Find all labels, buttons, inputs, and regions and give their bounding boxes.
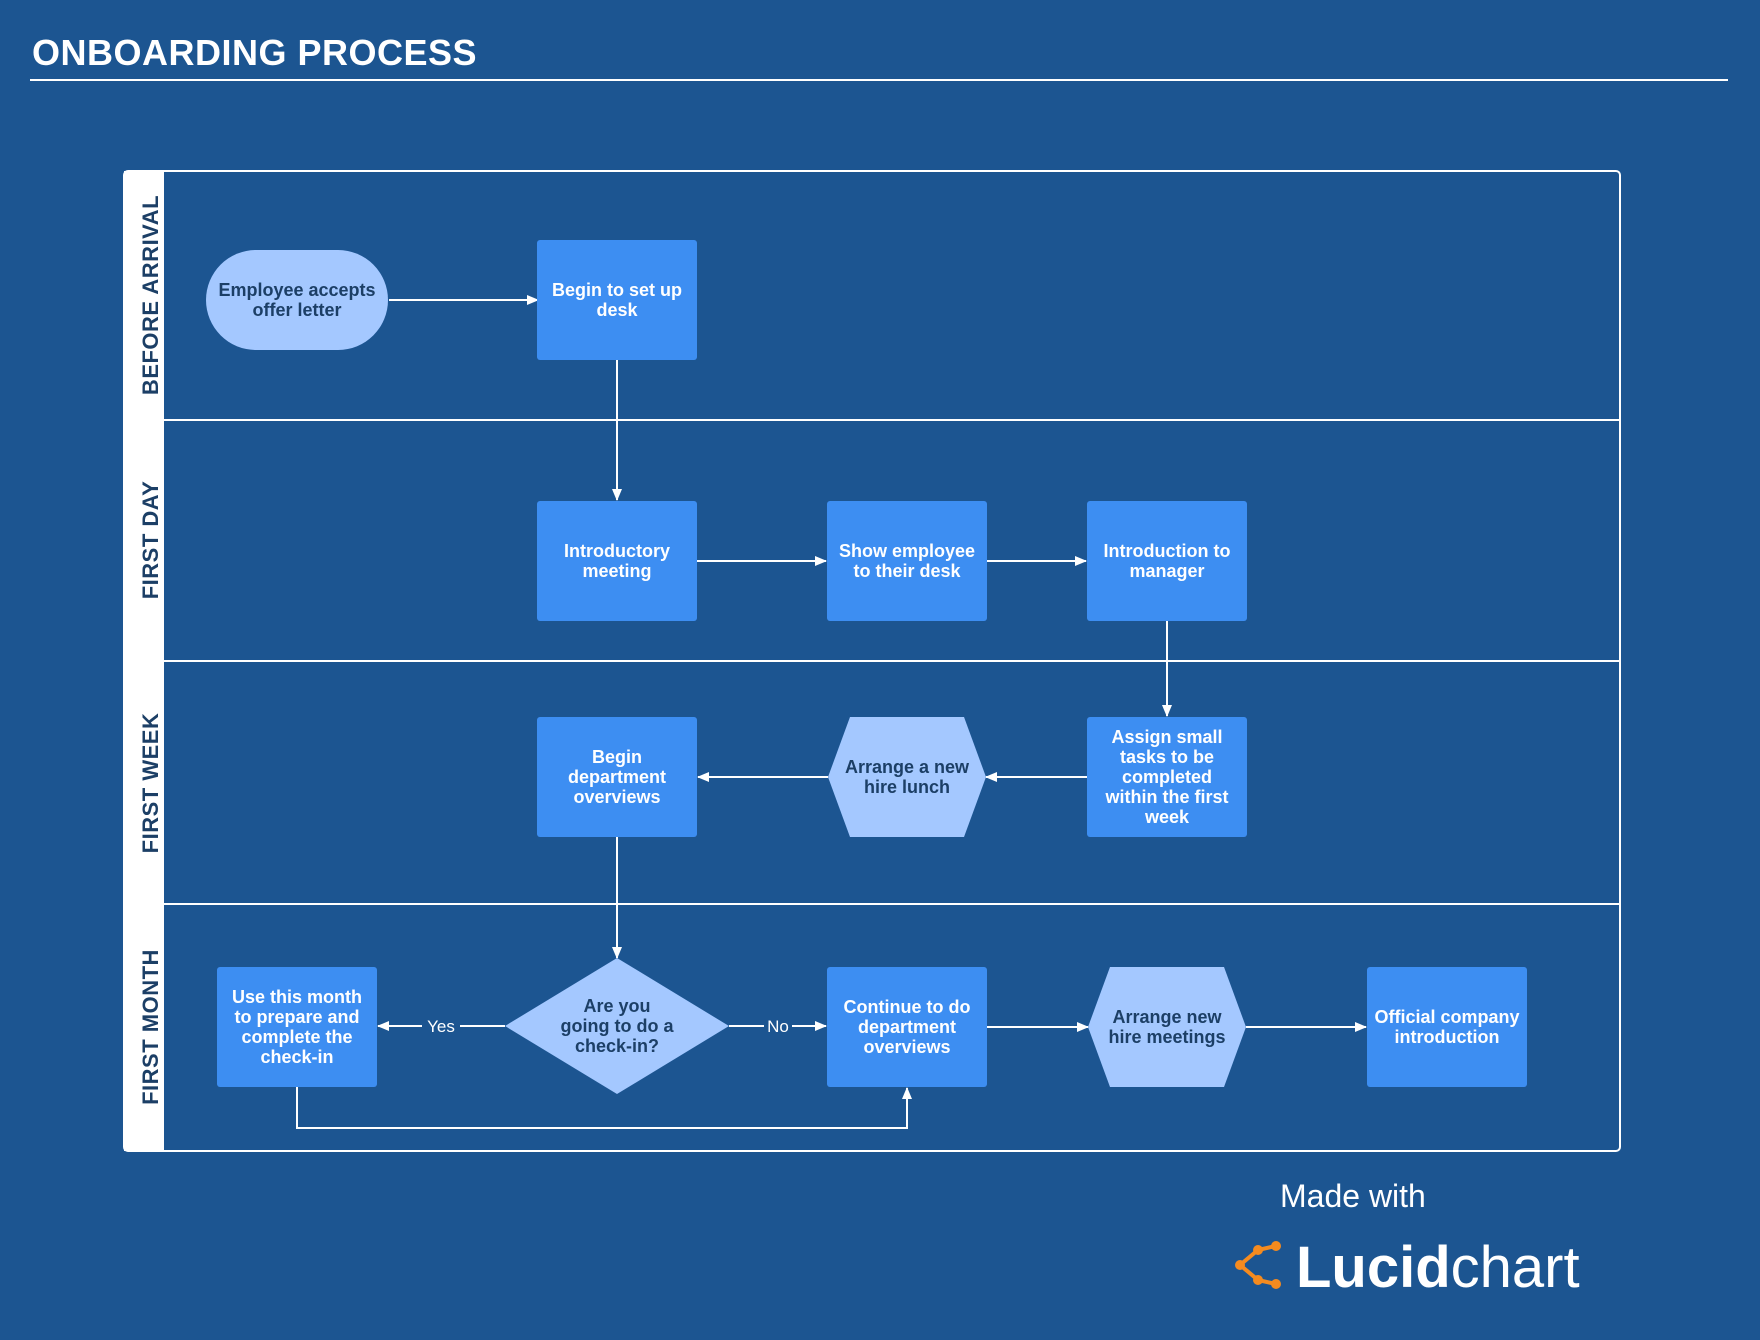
node-accept-shape [206,250,388,350]
node-checkin-label-line: going to do a [561,1016,675,1036]
node-accept-label-line: Employee accepts [218,280,375,300]
node-tasks-shape [1087,717,1247,837]
node-tasks-label-line: tasks to be [1120,747,1214,767]
made-with-text: Made with [1280,1178,1426,1214]
node-continue-label-line: department [858,1017,956,1037]
node-official-shape [1367,967,1527,1087]
node-overviews-label-line: Begin [592,747,642,767]
lane-label-first-day: FIRST DAY [138,481,163,600]
node-prepare-label-line: to prepare and [234,1007,359,1027]
lane-label-before-arrival: BEFORE ARRIVAL [138,195,163,395]
node-desk-label-line: Begin to set up [552,280,682,300]
node-checkin-label-line: Are you [583,996,650,1016]
node-tasks-label-line: week [1144,807,1190,827]
node-desk-shape [537,240,697,360]
lane-header-column [124,171,164,1151]
node-lunch-label-line: Arrange a new [845,757,970,777]
node-checkin-label-line: check-in? [575,1036,659,1056]
node-checkin-shape [505,958,729,1094]
node-meetings-shape [1088,967,1246,1087]
node-official-label-line: Official company [1374,1007,1519,1027]
node-official-label-line: introduction [1395,1027,1500,1047]
node-show-label-line: Show employee [839,541,975,561]
node-tasks-label-line: within the first [1105,787,1229,807]
lucidchart-logo-icon [1235,1241,1281,1289]
node-lunch-shape [828,717,986,837]
lane-label-first-week: FIRST WEEK [138,713,163,854]
edge-checkin-to-prepare-label-bg [422,1015,460,1037]
node-manager-label-line: Introduction to [1104,541,1231,561]
lucidchart-logo: Lucidchart [1235,1235,1580,1300]
node-continue-label-line: overviews [863,1037,950,1057]
node-intro-shape [537,501,697,621]
node-manager-shape [1087,501,1247,621]
page-title: ONBOARDING PROCESS [32,32,477,73]
node-tasks-label-line: completed [1122,767,1212,787]
lucidchart-wordmark-bold: Lucid [1296,1235,1451,1300]
node-show-shape [827,501,987,621]
node-overviews-shape [537,717,697,837]
lane-label-first-month: FIRST MONTH [138,949,163,1105]
node-show-label-line: to their desk [853,561,961,581]
edge-checkin-to-continue-label: No [767,1017,789,1036]
node-prepare-label-line: complete the [241,1027,352,1047]
edge-prepare-to-continue [296,1087,912,1129]
lucidchart-wordmark-light: chart [1451,1235,1580,1300]
node-prepare-label-line: Use this month [232,987,362,1007]
node-prepare-label-line: check-in [260,1047,333,1067]
edge-checkin-to-prepare-label: Yes [427,1017,455,1036]
node-continue-label-line: Continue to do [844,997,971,1017]
node-meetings-label-line: hire meetings [1108,1027,1225,1047]
node-meetings-label-line: Arrange new [1112,1007,1222,1027]
lucidchart-wordmark: Lucidchart [1296,1235,1580,1300]
swimlane-frame [123,170,1621,1152]
edges-layer: Yes No [296,295,1367,1129]
node-manager-label-line: manager [1129,561,1204,581]
node-intro-label-line: Introductory [564,541,670,561]
edge-checkin-to-continue-label-bg [764,1015,792,1037]
node-accept-label-line: offer letter [252,300,341,320]
node-desk-label-line: desk [596,300,638,320]
node-tasks-label-line: Assign small [1111,727,1222,747]
node-overviews-label-line: overviews [573,787,660,807]
node-lunch-label-line: hire lunch [864,777,950,797]
node-overviews-label-line: department [568,767,666,787]
node-continue-shape [827,967,987,1087]
node-intro-label-line: meeting [582,561,651,581]
node-prepare-shape [217,967,377,1087]
